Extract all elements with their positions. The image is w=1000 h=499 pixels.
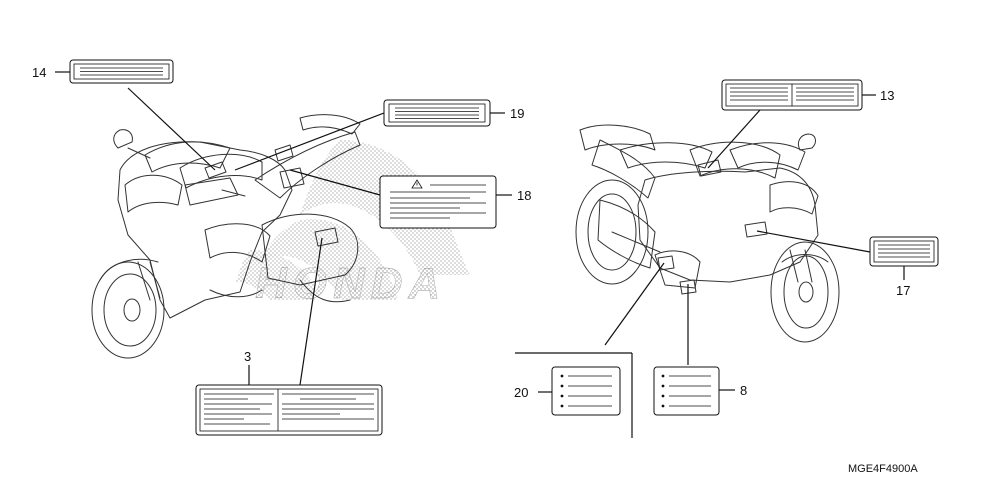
- label-3-sheet: [195, 384, 383, 436]
- callout-20: 20: [514, 385, 528, 400]
- label-13-sheet: [721, 79, 863, 111]
- label-20-sheet: [551, 366, 621, 416]
- motorcycle-left-view: [91, 114, 361, 359]
- callout-14: 14: [32, 65, 46, 80]
- label-18-sheet: [379, 175, 497, 229]
- label-8-sheet: [653, 366, 720, 416]
- callout-19: 19: [510, 106, 524, 121]
- drawing-code: MGE4F4900A: [848, 463, 918, 475]
- honda-watermark-lettering: HONDA: [255, 259, 446, 308]
- motorcycle-right-view: [575, 124, 840, 343]
- callout-18: 18: [517, 188, 531, 203]
- label-19-sheet: [383, 99, 491, 127]
- callout-13: 13: [880, 88, 894, 103]
- callout-3: 3: [244, 349, 251, 364]
- honda-watermark-text: HONDA: [255, 259, 446, 308]
- leader-lines: [55, 71, 905, 438]
- callout-17: 17: [896, 283, 910, 298]
- label-17-sheet: [869, 236, 939, 267]
- label-14-sheet: [69, 59, 174, 84]
- callout-8: 8: [740, 383, 747, 398]
